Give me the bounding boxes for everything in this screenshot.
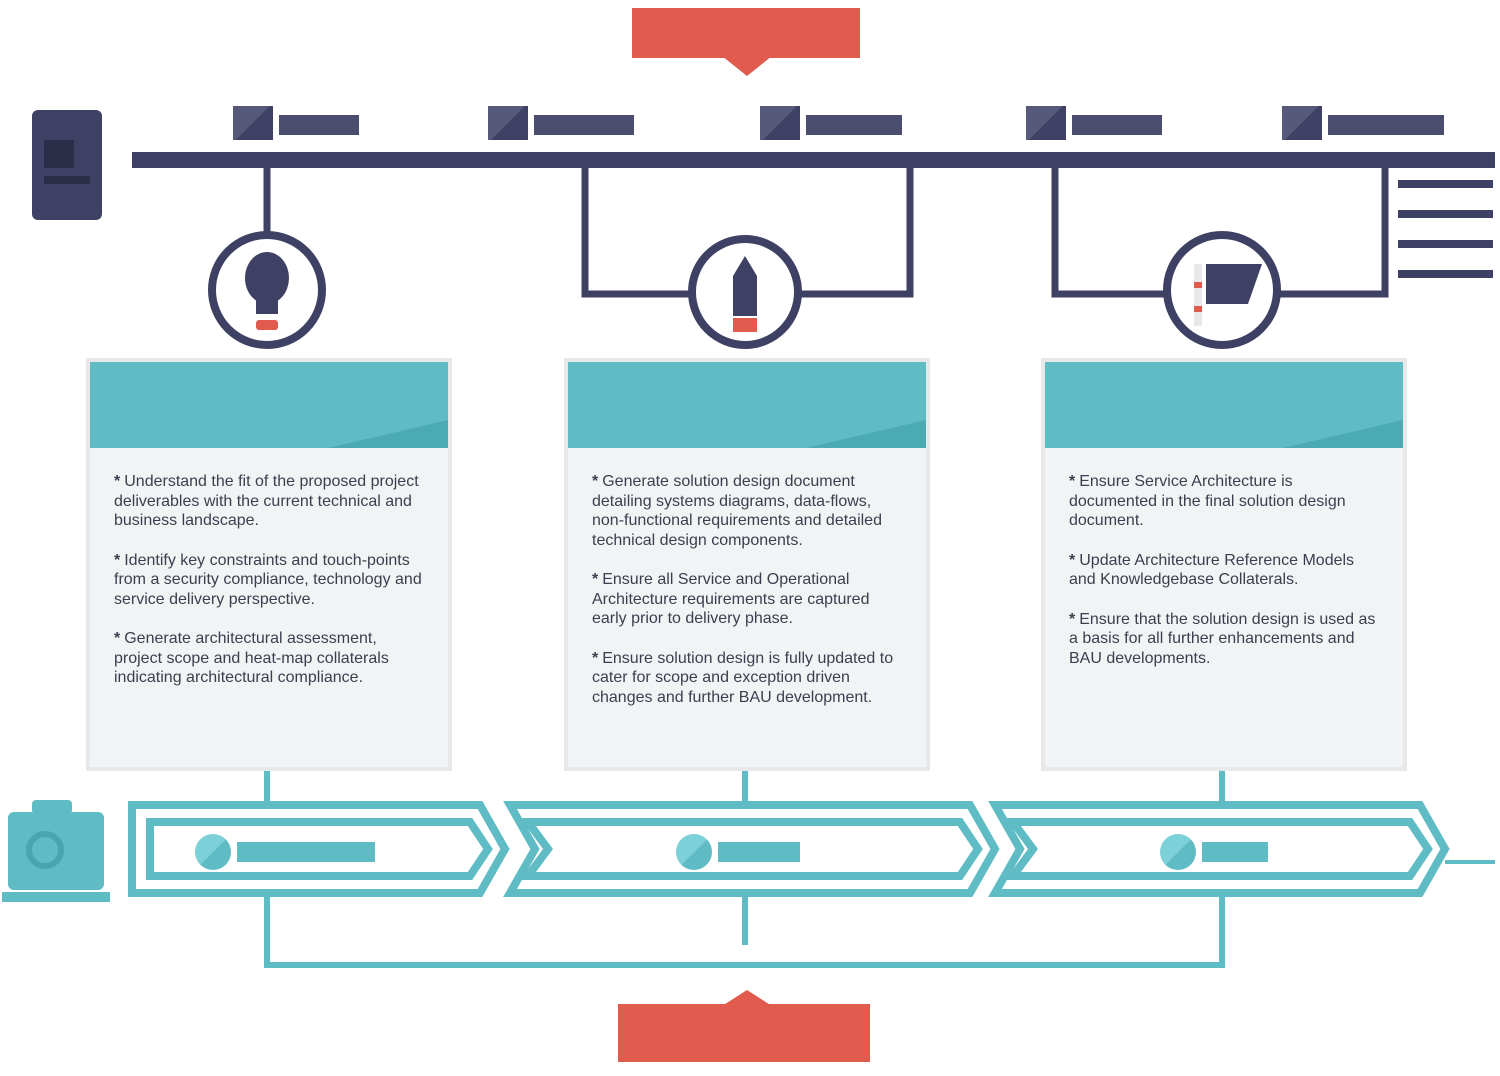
phase-card-3: *Ensure Service Architecture is document… [1045,362,1403,767]
phase-card-2: *Generate solution design document detai… [568,362,926,767]
header-tab [632,8,860,58]
bottom-connectors [264,767,1225,968]
bullet-item: *Ensure that the solution design is used… [1069,610,1376,667]
triangle-icon [488,106,528,140]
arrow-down-icon [722,56,772,76]
briefcase-icon [2,800,110,902]
bullet-item: *Update Architecture Reference Models an… [1069,551,1355,589]
bullet-item: *Understand the fit of the proposed proj… [114,473,419,529]
triangle-icon [760,106,800,140]
triangle-icon [233,106,273,140]
stage-dot-icon [1160,834,1196,870]
stage-chevrons [128,801,1450,897]
phase-card-body: *Generate solution design document detai… [568,448,926,737]
phase-card-header [90,362,448,448]
document-icon [32,110,102,220]
bullet-item: *Ensure solution design is fully updated… [592,649,894,706]
bullet-item: *Ensure Service Architecture is document… [1069,473,1346,529]
right-ticks [1398,180,1493,278]
phase-card-body: *Ensure Service Architecture is document… [1045,448,1403,698]
flag-icon [1163,231,1281,349]
top-timeline-bar [132,152,1495,168]
bullet-item: *Generate architectural assessment, proj… [114,630,389,686]
pencil-icon [688,235,802,349]
footer-tab [618,1004,870,1062]
triangle-icon [1026,106,1066,140]
arrow-up-icon [722,990,772,1006]
stage-dot-icon [676,834,712,870]
triangle-icon [1282,106,1322,140]
bullet-item: *Generate solution design document detai… [592,473,882,549]
phase-card-body: *Understand the fit of the proposed proj… [90,448,448,718]
phase-card-1: *Understand the fit of the proposed proj… [90,362,448,767]
bullet-item: *Identify key constraints and touch-poin… [114,551,422,608]
stage-dot-icon [195,834,231,870]
lightbulb-icon [208,231,326,349]
phase-card-header [1045,362,1403,448]
phase-card-header [568,362,926,448]
bullet-item: *Ensure all Service and Operational Arch… [592,571,870,627]
